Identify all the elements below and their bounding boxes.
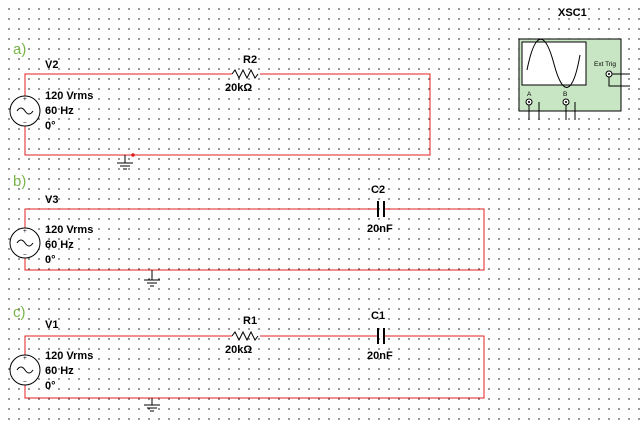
wire-loop-a[interactable]	[24, 73, 431, 156]
source-phase-v3: 0°	[45, 254, 56, 266]
source-name-v2: V2	[45, 59, 58, 71]
capacitor-name-c2: C2	[371, 184, 385, 196]
sine-icon	[16, 366, 34, 374]
ground-icon	[144, 398, 160, 412]
circuit-c: c) + − V1 120 Vrms 60 Hz 0° R1 20kΩ C1 2…	[9, 304, 485, 412]
circuit-a: a) + − V2 120 Vrms 60 Hz 0° R2 20kΩ	[9, 41, 431, 170]
source-voltage-v3: 120 Vrms	[45, 224, 93, 236]
ext-trig-label: Ext Trig	[594, 61, 616, 68]
resistor-name-r1: R1	[243, 315, 257, 327]
ac-voltage-source-v1[interactable]: + −	[9, 354, 41, 386]
capacitor-c2[interactable]	[377, 201, 385, 217]
channel-a-label: A	[527, 91, 532, 98]
resistor-value-r2: 20kΩ	[225, 82, 252, 94]
waveform-icon	[526, 38, 581, 88]
source-phase-v1: 0°	[45, 380, 56, 392]
resistor-name-r2: R2	[243, 54, 257, 66]
ac-voltage-source-v3[interactable]: + −	[9, 227, 41, 259]
ground-icon	[144, 270, 160, 287]
svg-text:−: −	[23, 120, 27, 127]
ext-trig-leads	[608, 73, 630, 87]
resistor-r1[interactable]	[231, 330, 259, 342]
sine-icon	[16, 239, 34, 247]
source-frequency-v3: 60 Hz	[45, 239, 74, 251]
resistor-r2[interactable]	[231, 68, 259, 80]
source-name-v3: V3	[45, 194, 58, 206]
capacitor-value-c2: 20nF	[367, 223, 393, 235]
section-label-a: a)	[13, 41, 26, 58]
capacitor-name-c1: C1	[371, 310, 385, 322]
source-voltage-v2: 120 Vrms	[45, 90, 93, 102]
capacitor-c1[interactable]	[377, 328, 385, 344]
svg-text:+: +	[23, 355, 27, 362]
source-name-v1: V1	[45, 319, 58, 331]
svg-text:−: −	[23, 379, 27, 386]
svg-text:+: +	[23, 96, 27, 103]
wire-loop-c[interactable]	[24, 335, 485, 399]
oscilloscope-xsc1[interactable]: XSC1 Ext Trig A B	[518, 7, 630, 120]
section-label-c: c)	[13, 304, 26, 321]
capacitor-value-c1: 20nF	[367, 350, 393, 362]
oscilloscope-name: XSC1	[558, 7, 587, 19]
source-frequency-v2: 60 Hz	[45, 105, 74, 117]
resistor-value-r1: 20kΩ	[225, 344, 252, 356]
svg-text:−: −	[23, 252, 27, 259]
source-voltage-v1: 120 Vrms	[45, 350, 93, 362]
source-frequency-v1: 60 Hz	[45, 365, 74, 377]
channel-b-label: B	[563, 91, 567, 98]
section-label-b: b)	[13, 173, 26, 190]
ac-voltage-source-v2[interactable]: + −	[9, 95, 41, 127]
wire-loop-b[interactable]	[24, 208, 485, 271]
junction-dot	[131, 153, 135, 157]
source-phase-v2: 0°	[45, 120, 56, 132]
svg-text:+: +	[23, 228, 27, 235]
sine-icon	[16, 107, 34, 115]
probe-leads	[528, 102, 576, 120]
circuit-b: b) + − V3 120 Vrms 60 Hz 0° C2 20nF	[9, 173, 485, 287]
ground-icon	[117, 155, 133, 170]
